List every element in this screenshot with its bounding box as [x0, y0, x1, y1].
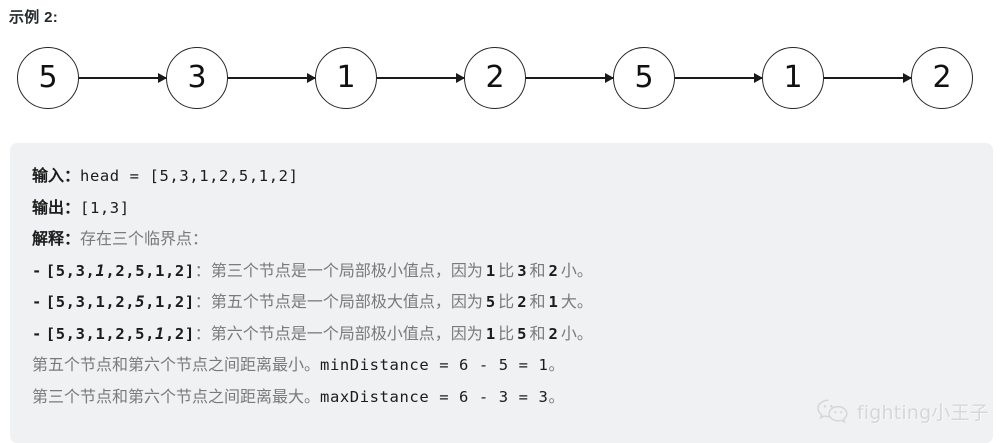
bullet-dash: -: [32, 293, 42, 311]
list-node: 3: [166, 47, 228, 109]
bullet-text-d: 小。: [560, 260, 593, 280]
summary-code: maxDistance = 6 - 3 = 3: [320, 387, 549, 406]
summary-line: 第三个节点和第六个节点之间距离最大。maxDistance = 6 - 3 = …: [32, 381, 993, 413]
list-arrow: [824, 72, 912, 83]
bullet-code-prefix: [5,3,1,2,: [45, 293, 136, 311]
bullet-num-c: 1: [548, 293, 558, 311]
list-node: 1: [762, 47, 824, 109]
bullet-num-a: 5: [485, 293, 496, 311]
bullet-num-a: 1: [485, 261, 496, 280]
bullet-dash: -: [32, 261, 42, 280]
bullet-num-b: 3: [517, 261, 527, 280]
bullet-text-b: 比: [498, 260, 515, 280]
bullet-code-suffix: ,1,2]: [145, 293, 195, 311]
list-node: 1: [315, 47, 377, 109]
bullet-text-b: 比: [498, 323, 515, 343]
arrow-head-icon: [903, 72, 912, 83]
arrow-head-icon: [158, 72, 167, 83]
arrow-shaft: [79, 77, 166, 79]
bullet-code-suffix: ,2]: [164, 324, 195, 343]
bullet-code-emphasis: 1: [155, 324, 165, 343]
example-panel: 输入：head = [5,3,1,2,5,1,2] 输出：[1,3] 解释：存在…: [10, 143, 993, 443]
input-code: head = [5,3,1,2,5,1,2]: [80, 167, 299, 185]
bullet-text-c: 和: [529, 323, 546, 343]
summary-code: minDistance = 6 - 5 = 1: [320, 356, 549, 374]
summary-period: 。: [548, 386, 565, 406]
output-code: [1,3]: [80, 198, 130, 217]
bullet-text-a: 第六个节点是一个局部极小值点，因为: [210, 323, 483, 343]
bullet-text-b: 比: [498, 292, 515, 311]
arrow-shaft: [824, 77, 911, 79]
arrow-shaft: [377, 77, 464, 79]
output-line: 输出：[1,3]: [32, 192, 993, 224]
summary-period: 。: [548, 355, 565, 374]
list-arrow: [79, 72, 167, 83]
bullet-colon: ：: [194, 292, 211, 311]
bullet-text-c: 和: [529, 292, 546, 311]
page-title: 示例 2:: [9, 9, 59, 26]
arrow-head-icon: [605, 72, 614, 83]
bullet-code-prefix: [5,3,1,2,5,: [45, 324, 156, 343]
list-node: 5: [613, 47, 675, 109]
explain-label: 解释：: [32, 229, 81, 248]
summary-line: 第五个节点和第六个节点之间距离最小。minDistance = 6 - 5 = …: [32, 349, 993, 381]
wechat-icon: [816, 398, 850, 425]
output-label: 输出：: [32, 197, 81, 217]
arrow-head-icon: [754, 72, 763, 83]
bullet-num-a: 1: [485, 324, 496, 343]
list-arrow: [377, 72, 465, 83]
bullet-num-b: 5: [517, 324, 527, 343]
explain-text: 存在三个临界点：: [80, 229, 209, 248]
watermark: fighting小王子: [816, 398, 989, 425]
bullet-num-b: 2: [517, 293, 527, 311]
linked-list-diagram: 5 3 1 2 5 1 2: [0, 47, 1003, 131]
bullet-num-c: 2: [548, 324, 558, 343]
bullet-colon: ：: [194, 323, 211, 343]
explain-line: 解释：存在三个临界点：: [32, 223, 993, 255]
watermark-label: fighting小王子: [856, 402, 989, 424]
arrow-shaft: [675, 77, 762, 79]
list-node: 2: [464, 47, 526, 109]
summary-text: 第三个节点和第六个节点之间距离最大。: [32, 386, 321, 406]
bullet-text-c: 和: [529, 260, 546, 280]
bullet-code-emphasis: 5: [135, 293, 146, 311]
summary-text: 第五个节点和第六个节点之间距离最小。: [32, 355, 321, 374]
input-label: 输入：: [32, 166, 81, 185]
list-arrow: [675, 72, 763, 83]
arrow-head-icon: [456, 72, 465, 83]
bullet-dash: -: [32, 324, 42, 343]
bullet-colon: ：: [194, 260, 211, 280]
bullet-text-a: 第三个节点是一个局部极小值点，因为: [210, 260, 483, 280]
arrow-shaft: [526, 77, 613, 79]
input-line: 输入：head = [5,3,1,2,5,1,2]: [32, 160, 993, 192]
bullet-code-suffix: ,2,5,1,2]: [105, 261, 195, 280]
bullet-text-d: 大。: [560, 292, 593, 311]
list-node: 5: [17, 47, 79, 109]
bullet-text-d: 小。: [560, 323, 593, 343]
bullet-code-emphasis: 1: [95, 261, 106, 280]
list-arrow: [228, 72, 316, 83]
bullet-code-prefix: [5,3,: [45, 261, 96, 280]
arrow-shaft: [228, 77, 315, 79]
bullet-text-a: 第五个节点是一个局部极大值点，因为: [210, 292, 483, 311]
bullet-num-c: 2: [548, 261, 558, 280]
list-arrow: [526, 72, 614, 83]
list-node: 2: [911, 47, 973, 109]
arrow-head-icon: [307, 72, 316, 83]
